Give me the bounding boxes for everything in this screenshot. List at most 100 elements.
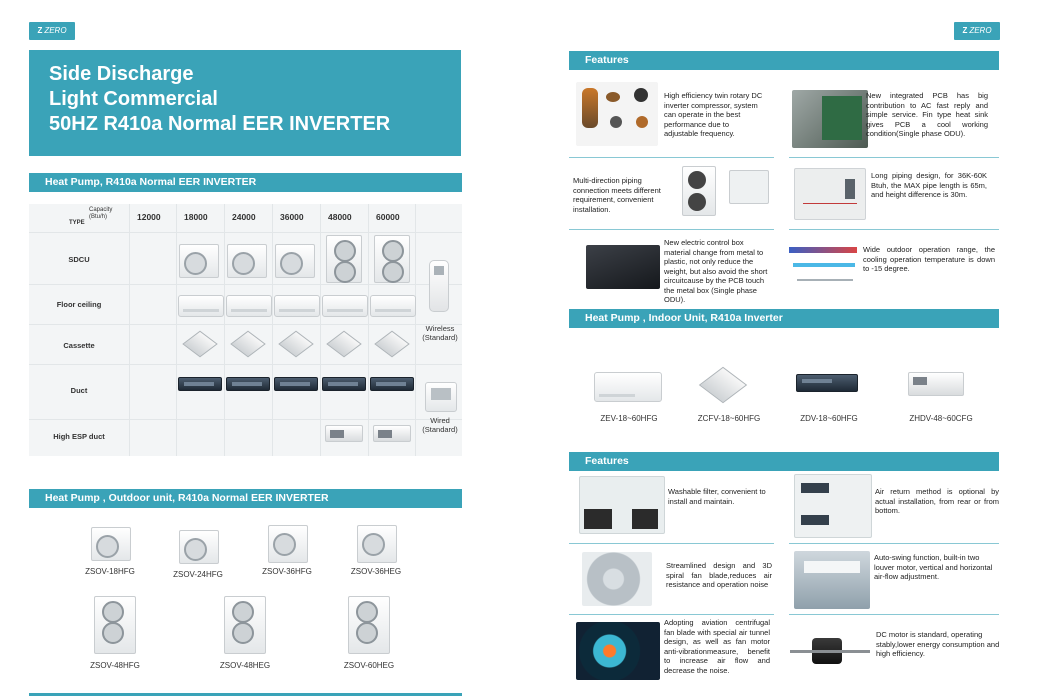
outdoor-model-6: ZSOV-48HEG xyxy=(219,661,271,670)
outdoor-unit-3-image xyxy=(268,525,308,563)
dc-motor-image xyxy=(790,630,872,670)
sdcu-48000-image xyxy=(326,235,362,283)
matrix-row-floor-ceiling: Floor ceiling xyxy=(29,285,462,325)
outdoor-unit-2-image xyxy=(179,530,219,564)
indoor-duct-image xyxy=(796,374,858,392)
air-return-image xyxy=(794,474,872,538)
outdoor-model-1: ZSOV-18HFG xyxy=(85,567,135,576)
compressor-image xyxy=(576,82,658,146)
capacity-18000: 18000 xyxy=(184,212,208,222)
control-box-image xyxy=(586,245,660,289)
product-matrix: Capacity(Btu/h) TYPE 12000 18000 24000 3… xyxy=(29,204,462,456)
matrix-section-bar: Heat Pump, R410a Normal EER INVERTER xyxy=(29,173,462,192)
feature-control-box-text: New electric control box material change… xyxy=(664,238,768,304)
matrix-header: Capacity(Btu/h) TYPE 12000 18000 24000 3… xyxy=(29,204,462,233)
indoor-model-1: ZEV-18~60HFG xyxy=(600,414,658,423)
outdoor-unit-1-image xyxy=(91,527,131,561)
row-label-sdcu: SDCU xyxy=(68,255,90,264)
capacity-60000: 60000 xyxy=(376,212,400,222)
matrix-row-duct: Duct xyxy=(29,365,462,420)
cassette-48000-image xyxy=(326,330,364,359)
floor-ceiling-60000-image xyxy=(370,295,416,317)
feature-spiral-fan-text: Streamlined design and 3D spiral fan bla… xyxy=(666,561,772,589)
title-line-1: Side Discharge xyxy=(49,63,194,85)
logo-text: ZERO xyxy=(969,26,992,35)
logo-mark-icon: Z xyxy=(37,26,43,35)
sdcu-36000-image xyxy=(275,244,315,278)
logo-text: ZERO xyxy=(44,26,67,35)
wired-controller-image xyxy=(425,382,457,412)
matrix-row-cassette: Cassette xyxy=(29,325,462,365)
floor-ceiling-24000-image xyxy=(226,295,272,317)
sdcu-60000-image xyxy=(374,235,410,283)
indoor-model-3: ZDV-18~60HFG xyxy=(800,414,858,423)
feature-long-piping-text: Long piping design, for 36K-60K Btuh, th… xyxy=(871,171,987,199)
high-esp-duct-48000-image xyxy=(325,425,363,442)
type-label: TYPE xyxy=(69,220,85,226)
duct-60000-image xyxy=(370,377,414,391)
cassette-24000-image xyxy=(230,330,268,359)
sdcu-18000-image xyxy=(179,244,219,278)
outdoor-model-7: ZSOV-60HEG xyxy=(343,661,395,670)
long-piping-image xyxy=(794,168,866,220)
duct-18000-image xyxy=(178,377,222,391)
outdoor-model-3: ZSOV-36HFG xyxy=(262,567,312,576)
floor-ceiling-36000-image xyxy=(274,295,320,317)
outdoor-unit-6-image xyxy=(224,596,266,654)
feature-air-return-text: Air return method is optional by actual … xyxy=(875,487,999,515)
floor-ceiling-48000-image xyxy=(322,295,368,317)
piping-unit-image xyxy=(682,166,716,216)
matrix-row-high-esp-duct: High ESP duct xyxy=(29,420,462,456)
indoor-model-2: ZCFV-18~60HFG xyxy=(697,414,761,423)
feature-operation-range-text: Wide outdoor operation range, the coolin… xyxy=(863,245,995,273)
capacity-36000: 36000 xyxy=(280,212,304,222)
washable-filter-image xyxy=(579,476,665,534)
high-esp-duct-60000-image xyxy=(373,425,411,442)
logo-mark-icon: Z xyxy=(962,26,968,35)
row-label-duct: Duct xyxy=(70,386,88,395)
title-line-3: 50HZ R410a Normal EER INVERTER xyxy=(49,113,391,135)
cassette-18000-image xyxy=(182,330,220,359)
cassette-60000-image xyxy=(374,330,412,359)
floor-ceiling-18000-image xyxy=(178,295,224,317)
sdcu-24000-image xyxy=(227,244,267,278)
left-bottom-rule xyxy=(29,693,462,696)
outdoor-model-4: ZSOV-36HEG xyxy=(350,567,402,576)
row-label-floor-ceiling: Floor ceiling xyxy=(56,300,102,309)
row-label-high-esp-duct: High ESP duct xyxy=(53,432,105,441)
matrix-row-sdcu: SDCU xyxy=(29,233,462,285)
duct-24000-image xyxy=(226,377,270,391)
title-block: Side Discharge Light Commercial 50HZ R41… xyxy=(29,50,461,156)
feature-centrifugal-fan-text: Adopting aviation centrifugal fan blade … xyxy=(664,618,770,675)
feature-pcb-text: New integrated PCB has big contribution … xyxy=(866,91,988,138)
outdoor-unit-7-image xyxy=(348,596,390,654)
indoor-high-esp-image xyxy=(908,372,964,396)
operation-range-image xyxy=(789,243,859,291)
feature-compressor-text: High efficiency twin rotary DC inverter … xyxy=(664,91,763,138)
feature-auto-swing-text: Auto-swing function, built-in two louver… xyxy=(874,553,993,581)
pcb-image xyxy=(792,90,868,148)
duct-36000-image xyxy=(274,377,318,391)
feature-dc-motor-text: DC motor is standard, operating stably,l… xyxy=(876,630,1000,658)
indoor-floor-ceiling-image xyxy=(594,372,662,402)
wired-controller-label: Wired(Standard) xyxy=(422,416,458,434)
outdoor-model-2: ZSOV-24HFG xyxy=(173,570,223,579)
spiral-fan-image xyxy=(582,552,652,606)
indoor-section-bar: Heat Pump , Indoor Unit, R410a Inverter xyxy=(569,309,999,328)
features-2-section-bar: Features xyxy=(569,452,999,471)
indoor-model-4: ZHDV-48~60CFG xyxy=(909,414,973,423)
feature-piping-text: Multi-direction piping connection meets … xyxy=(573,176,661,214)
capacity-24000: 24000 xyxy=(232,212,256,222)
title-line-2: Light Commercial xyxy=(49,88,218,110)
centrifugal-fan-image xyxy=(576,622,660,680)
capacity-label: Capacity(Btu/h) xyxy=(89,207,113,220)
cassette-36000-image xyxy=(278,330,316,359)
duct-48000-image xyxy=(322,377,366,391)
outdoor-unit-4-image xyxy=(357,525,397,563)
outdoor-model-5: ZSOV-48HFG xyxy=(90,661,140,670)
capacity-48000: 48000 xyxy=(328,212,352,222)
